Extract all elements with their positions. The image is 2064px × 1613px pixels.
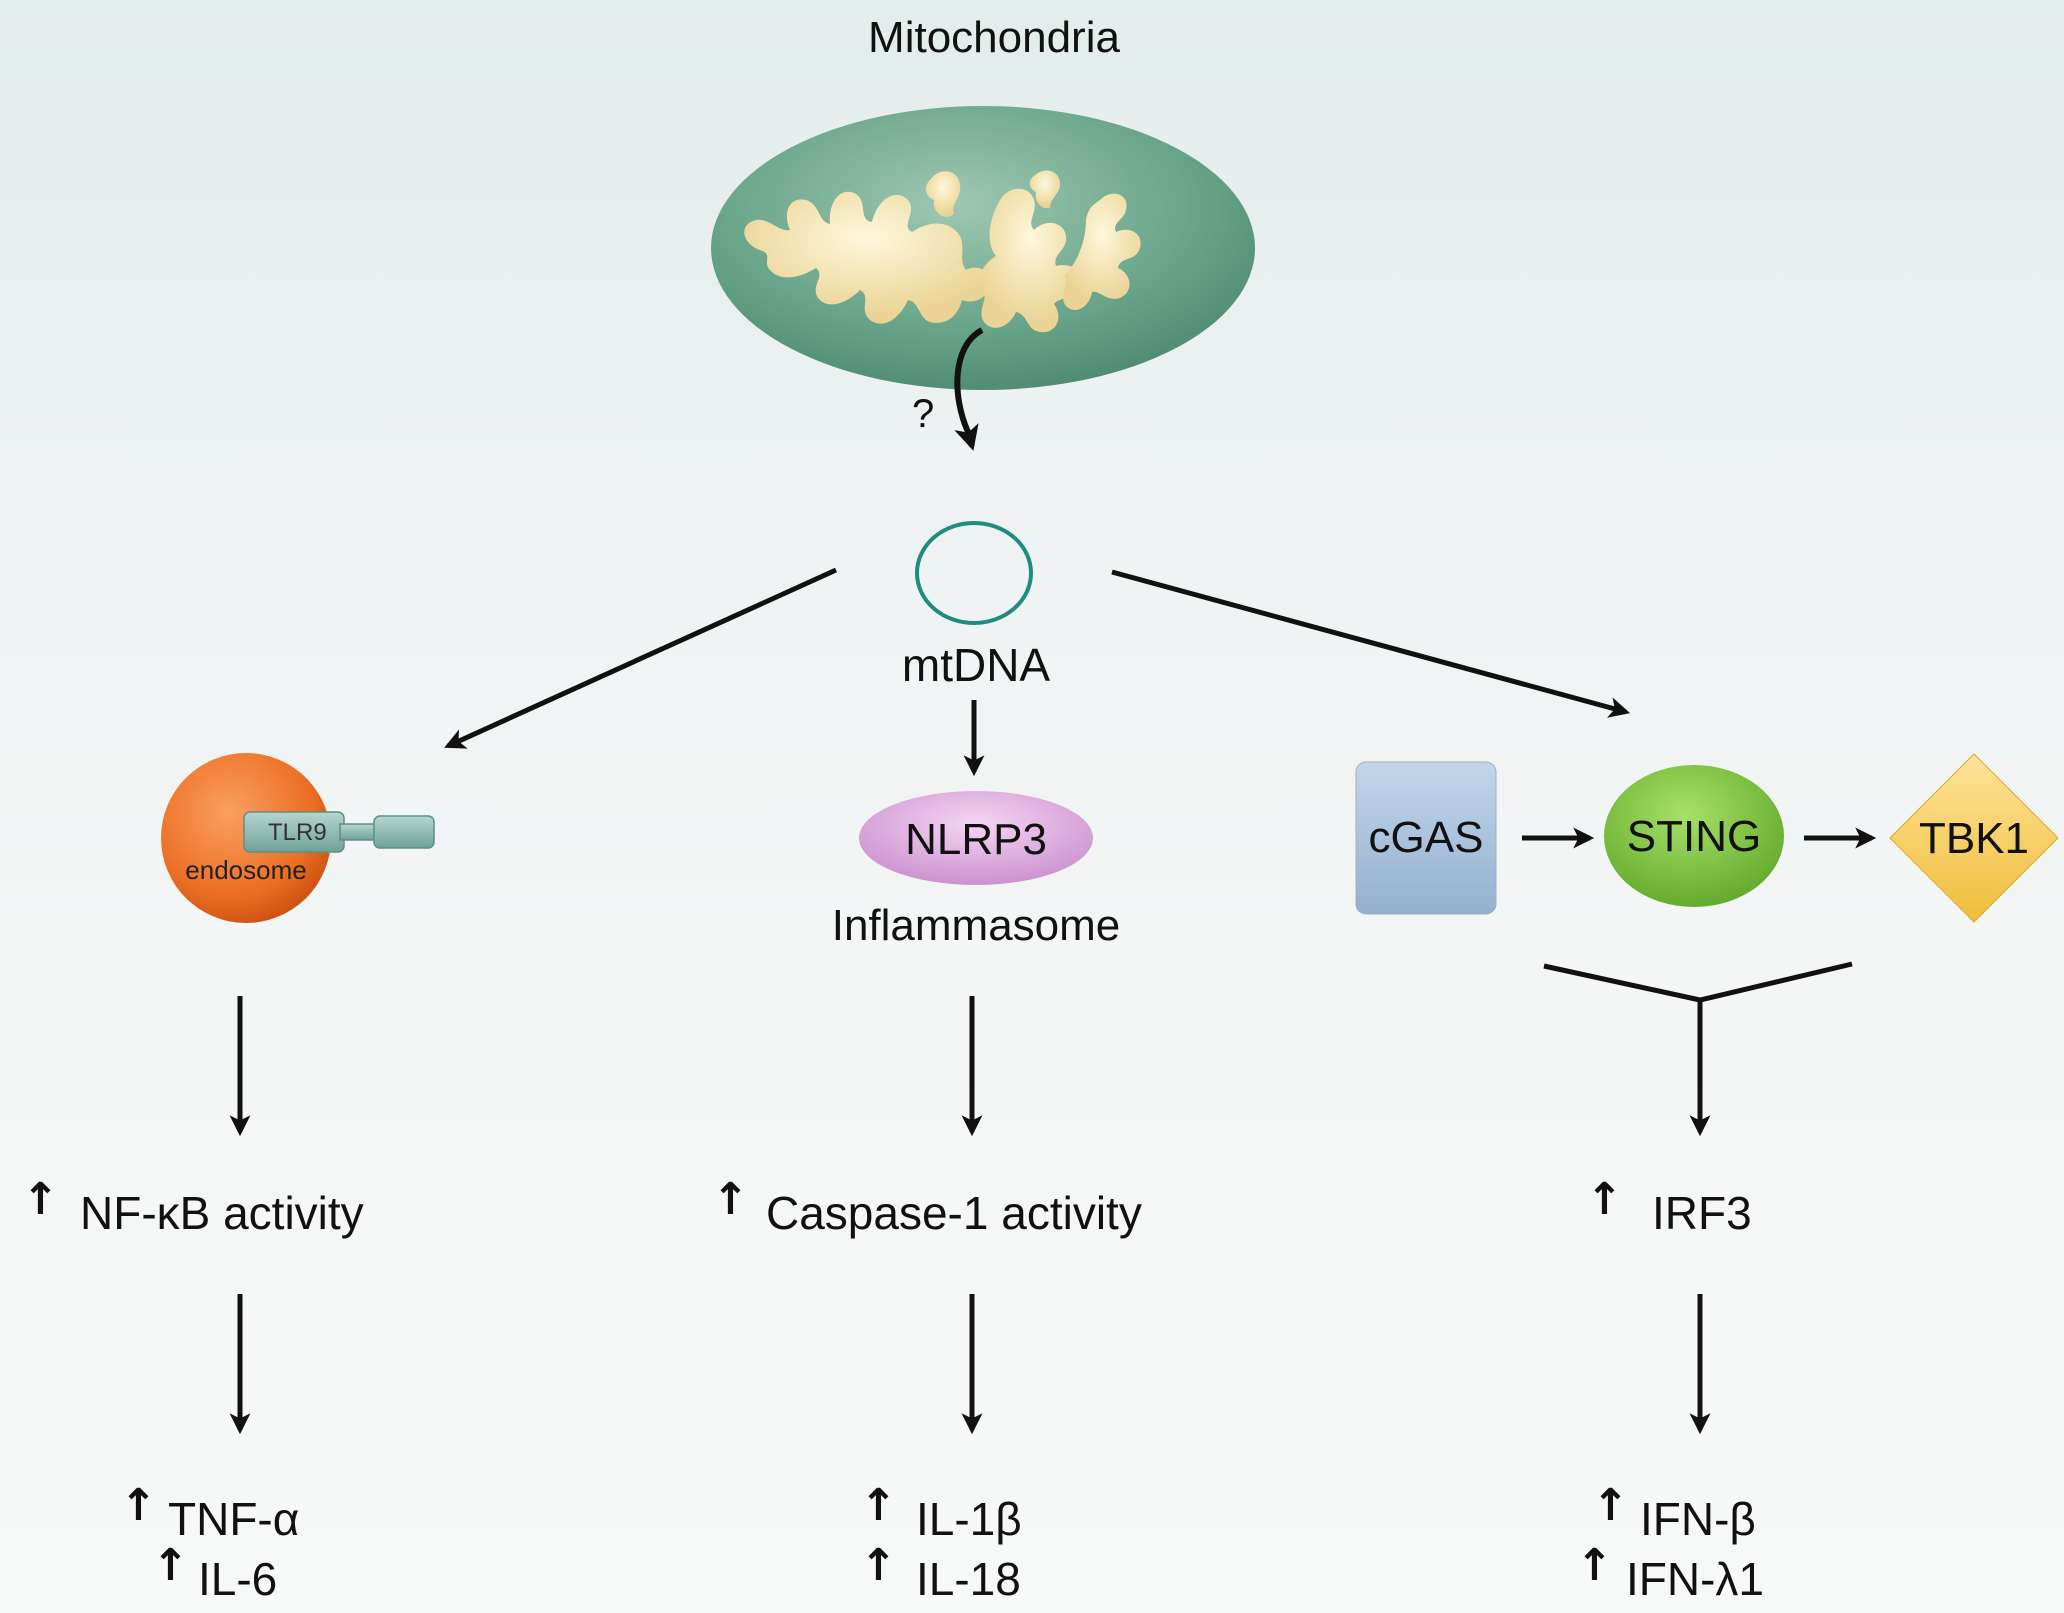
arrow-to-sting (1111, 569, 1631, 718)
cgas-shape (1355, 761, 1497, 915)
tlr9-label: TLR9 (268, 819, 327, 846)
mitochondria-label: Mitochondria (868, 13, 1120, 62)
arrow-to-tlr9 (444, 567, 838, 749)
tbk1-shape (1889, 753, 2059, 923)
sting-shape (1604, 765, 1784, 907)
question-mark-label: ? (912, 392, 935, 436)
nlrp3-label: NLRP3 (905, 815, 1047, 864)
cgas-label: cGAS (1368, 813, 1484, 862)
irf3-label: IRF3 (1652, 1187, 1752, 1239)
up-arrow-icon: ↑ (860, 1540, 897, 1591)
nlrp3-shape (859, 791, 1093, 885)
mtdna-ring-icon (915, 521, 1033, 625)
up-arrow-icon: ↑ (152, 1540, 189, 1591)
tlr9-receptor-shape (243, 811, 435, 853)
up-arrow-icon: ↑ (120, 1480, 157, 1531)
up-arrow-icon: ↑ (1586, 1174, 1623, 1225)
caspase-activity-label: Caspase-1 activity (766, 1187, 1142, 1239)
tbk1-label: TBK1 (1918, 814, 2030, 863)
up-arrow-icon: ↑ (22, 1174, 59, 1225)
mtdna-label: mtDNA (901, 639, 1051, 691)
tnf-alpha-label: TNF-α (168, 1493, 300, 1545)
ifn-beta-label: IFN-β (1640, 1493, 1756, 1545)
up-arrow-icon: ↑ (1592, 1480, 1629, 1531)
sting-label: STING (1626, 812, 1762, 861)
il18-label: IL-18 (916, 1553, 1021, 1605)
il1b-label: IL-1β (916, 1493, 1022, 1545)
up-arrow-icon: ↑ (712, 1174, 749, 1225)
il6-label: IL-6 (198, 1553, 278, 1605)
endosome-label: endosome (185, 855, 307, 885)
up-arrow-icon: ↑ (860, 1480, 897, 1531)
nfkb-activity-label: NF-κB activity (80, 1187, 364, 1239)
convergence-bracket (1543, 961, 1853, 1003)
inflammasome-label: Inflammasome (831, 901, 1121, 950)
mitochondrion-shape (711, 106, 1255, 390)
ifn-lambda1-label: IFN-λ1 (1626, 1553, 1764, 1605)
release-arrow (954, 327, 984, 451)
up-arrow-icon: ↑ (1576, 1540, 1613, 1591)
